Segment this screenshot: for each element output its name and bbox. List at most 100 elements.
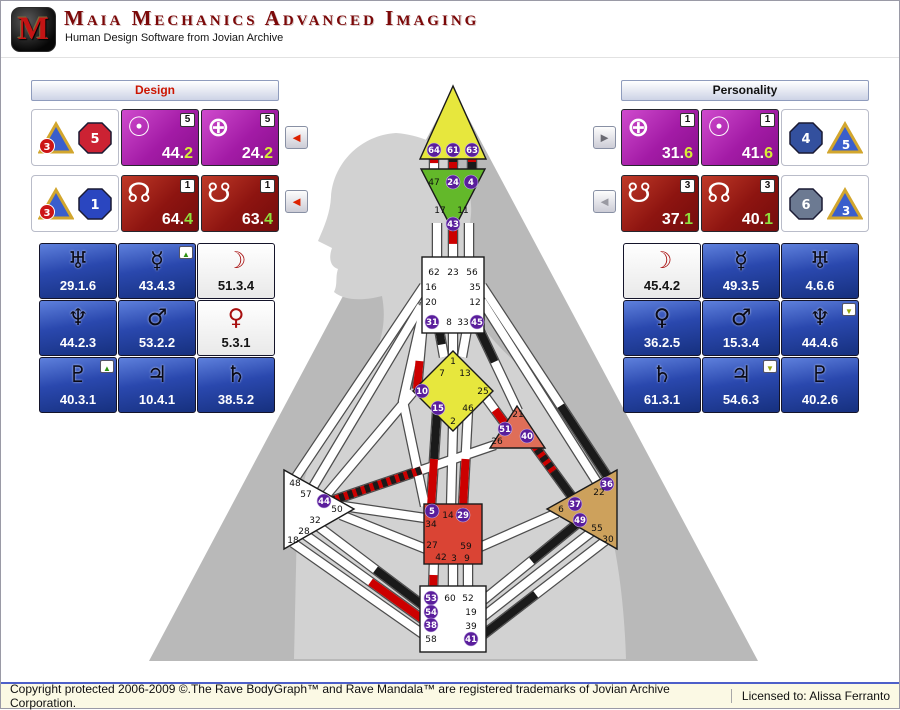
personality-neptune-cell[interactable]: ♆▼44.4.6 xyxy=(781,300,859,356)
gate-27[interactable]: 27 xyxy=(426,541,437,551)
gate-5[interactable]: 5 xyxy=(424,503,440,519)
gate-61[interactable]: 61 xyxy=(445,142,461,158)
personality-mars-cell[interactable]: ♂15.3.4 xyxy=(702,300,780,356)
gate-6[interactable]: 6 xyxy=(558,505,564,515)
personality-swap-arrow-button[interactable]: ► xyxy=(593,126,616,149)
design-swap-arrow-button[interactable]: ◄ xyxy=(285,190,308,213)
gate-54[interactable]: 54 xyxy=(423,604,439,620)
gate-12[interactable]: 12 xyxy=(469,298,480,308)
gate-17[interactable]: 17 xyxy=(434,206,445,216)
gate-46[interactable]: 46 xyxy=(462,404,474,414)
personality-saturn-cell[interactable]: ♄61.3.1 xyxy=(623,357,701,413)
gate-2[interactable]: 2 xyxy=(450,417,456,427)
gate-59[interactable]: 59 xyxy=(460,542,472,552)
center-solar-plexus[interactable] xyxy=(545,468,618,551)
personality-uranus-cell[interactable]: ♅4.6.6 xyxy=(781,243,859,299)
personality-pluto-cell[interactable]: ♇40.2.6 xyxy=(781,357,859,413)
personality-moon-cell[interactable]: ☽45.4.2 xyxy=(623,243,701,299)
gate-33[interactable]: 33 xyxy=(457,318,468,328)
gate-58[interactable]: 58 xyxy=(425,635,437,645)
gate-16[interactable]: 16 xyxy=(425,283,437,293)
personality-swap-arrow-button[interactable]: ◄ xyxy=(593,190,616,213)
design-uranus-cell[interactable]: ♅29.1.6 xyxy=(39,243,117,299)
design-pluto-cell[interactable]: ♇▲40.3.1 xyxy=(39,357,117,413)
gate-52[interactable]: 52 xyxy=(462,594,473,604)
gate-39[interactable]: 39 xyxy=(465,622,477,632)
channel-57-10[interactable] xyxy=(319,389,417,502)
channel-16-48[interactable] xyxy=(290,283,428,483)
gate-42[interactable]: 42 xyxy=(435,553,446,563)
gate-8[interactable]: 8 xyxy=(446,318,452,328)
gate-29[interactable]: 29 xyxy=(455,507,471,523)
gate-41[interactable]: 41 xyxy=(463,631,479,647)
gate-53[interactable]: 53 xyxy=(423,590,439,606)
gate-44[interactable]: 44 xyxy=(316,493,332,509)
gate-38[interactable]: 38 xyxy=(423,617,439,633)
gate-15[interactable]: 15 xyxy=(430,400,446,416)
design-neptune-cell[interactable]: ♆44.2.3 xyxy=(39,300,117,356)
gate-40[interactable]: 40 xyxy=(519,428,535,444)
gate-3[interactable]: 3 xyxy=(451,554,457,564)
gate-63[interactable]: 63 xyxy=(464,142,480,158)
gate-57[interactable]: 57 xyxy=(300,490,311,500)
gate-48[interactable]: 48 xyxy=(289,479,301,489)
channel-12-22[interactable] xyxy=(478,298,606,493)
gate-55[interactable]: 55 xyxy=(591,524,602,534)
gate-20[interactable]: 20 xyxy=(425,298,437,308)
gate-23[interactable]: 23 xyxy=(447,268,458,278)
channel-58-18[interactable] xyxy=(290,539,430,641)
gate-26[interactable]: 26 xyxy=(491,437,503,447)
personality-venus-cell[interactable]: ♀36.2.5 xyxy=(623,300,701,356)
channel-57-20[interactable] xyxy=(306,303,425,495)
design-swap-arrow-button[interactable]: ◄ xyxy=(285,126,308,149)
gate-4[interactable]: 4 xyxy=(463,174,479,190)
gate-10[interactable]: 10 xyxy=(414,383,430,399)
gate-43[interactable]: 43 xyxy=(445,216,461,232)
center-head[interactable] xyxy=(418,84,488,160)
gate-37[interactable]: 37 xyxy=(567,496,583,512)
gate-18[interactable]: 18 xyxy=(287,536,299,546)
gate-7[interactable]: 7 xyxy=(439,369,445,379)
center-spleen[interactable] xyxy=(283,468,356,551)
channel-2-14[interactable] xyxy=(447,425,457,508)
design-mercury-cell[interactable]: ☿▲43.4.3 xyxy=(118,243,196,299)
gate-28[interactable]: 28 xyxy=(298,527,310,537)
gate-34[interactable]: 34 xyxy=(425,520,437,530)
channel-39-55[interactable] xyxy=(472,526,597,627)
design-moon-cell[interactable]: ☽51.3.4 xyxy=(197,243,275,299)
personality-mercury-cell[interactable]: ☿49.3.5 xyxy=(702,243,780,299)
personality-jupiter-cell[interactable]: ♃▼54.6.3 xyxy=(702,357,780,413)
channel-50-27[interactable] xyxy=(339,511,433,555)
gate-32[interactable]: 32 xyxy=(309,516,320,526)
gate-1[interactable]: 1 xyxy=(450,357,456,367)
gate-25[interactable]: 25 xyxy=(477,387,488,397)
gate-19[interactable]: 19 xyxy=(465,608,477,618)
design-saturn-cell[interactable]: ♄38.5.2 xyxy=(197,357,275,413)
gate-62[interactable]: 62 xyxy=(428,268,439,278)
gate-11[interactable]: 11 xyxy=(457,206,468,216)
gate-36[interactable]: 36 xyxy=(599,476,615,492)
gate-50[interactable]: 50 xyxy=(331,505,343,515)
gate-31[interactable]: 31 xyxy=(424,314,440,330)
gate-47[interactable]: 47 xyxy=(428,178,439,188)
gate-13[interactable]: 13 xyxy=(459,369,470,379)
gate-14[interactable]: 14 xyxy=(442,511,454,521)
design-venus-cell[interactable]: ♀5.3.1 xyxy=(197,300,275,356)
channel-6-59[interactable] xyxy=(469,509,559,555)
gate-35[interactable]: 35 xyxy=(469,283,480,293)
gate-64[interactable]: 64 xyxy=(426,142,442,158)
gate-56[interactable]: 56 xyxy=(466,268,478,278)
channel-57-34[interactable] xyxy=(342,502,426,522)
gate-60[interactable]: 60 xyxy=(444,594,456,604)
gate-30[interactable]: 30 xyxy=(602,535,614,545)
design-jupiter-cell[interactable]: ♃10.4.1 xyxy=(118,357,196,413)
gate-45[interactable]: 45 xyxy=(469,314,485,330)
design-mars-cell[interactable]: ♂53.2.2 xyxy=(118,300,196,356)
